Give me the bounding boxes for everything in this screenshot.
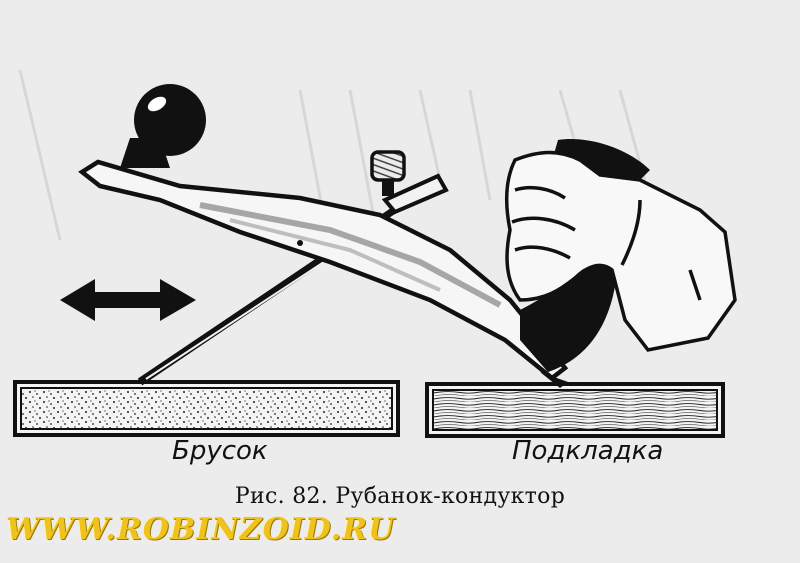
plane-body [78, 159, 569, 388]
thumb-screw [370, 150, 406, 196]
front-knob [120, 84, 206, 168]
left-block [13, 380, 400, 437]
site-watermark: WWW.ROBINZOID.RU [6, 512, 396, 547]
hand [504, 150, 737, 352]
background-ghost [18, 69, 652, 251]
right-block [425, 382, 725, 438]
left-block-label: Брусок [172, 436, 268, 466]
figure-caption: Рис. 82. Рубанок-кондуктор [234, 484, 566, 509]
right-block-label: Подкладка [512, 436, 664, 466]
double-arrow-icon [60, 279, 196, 321]
